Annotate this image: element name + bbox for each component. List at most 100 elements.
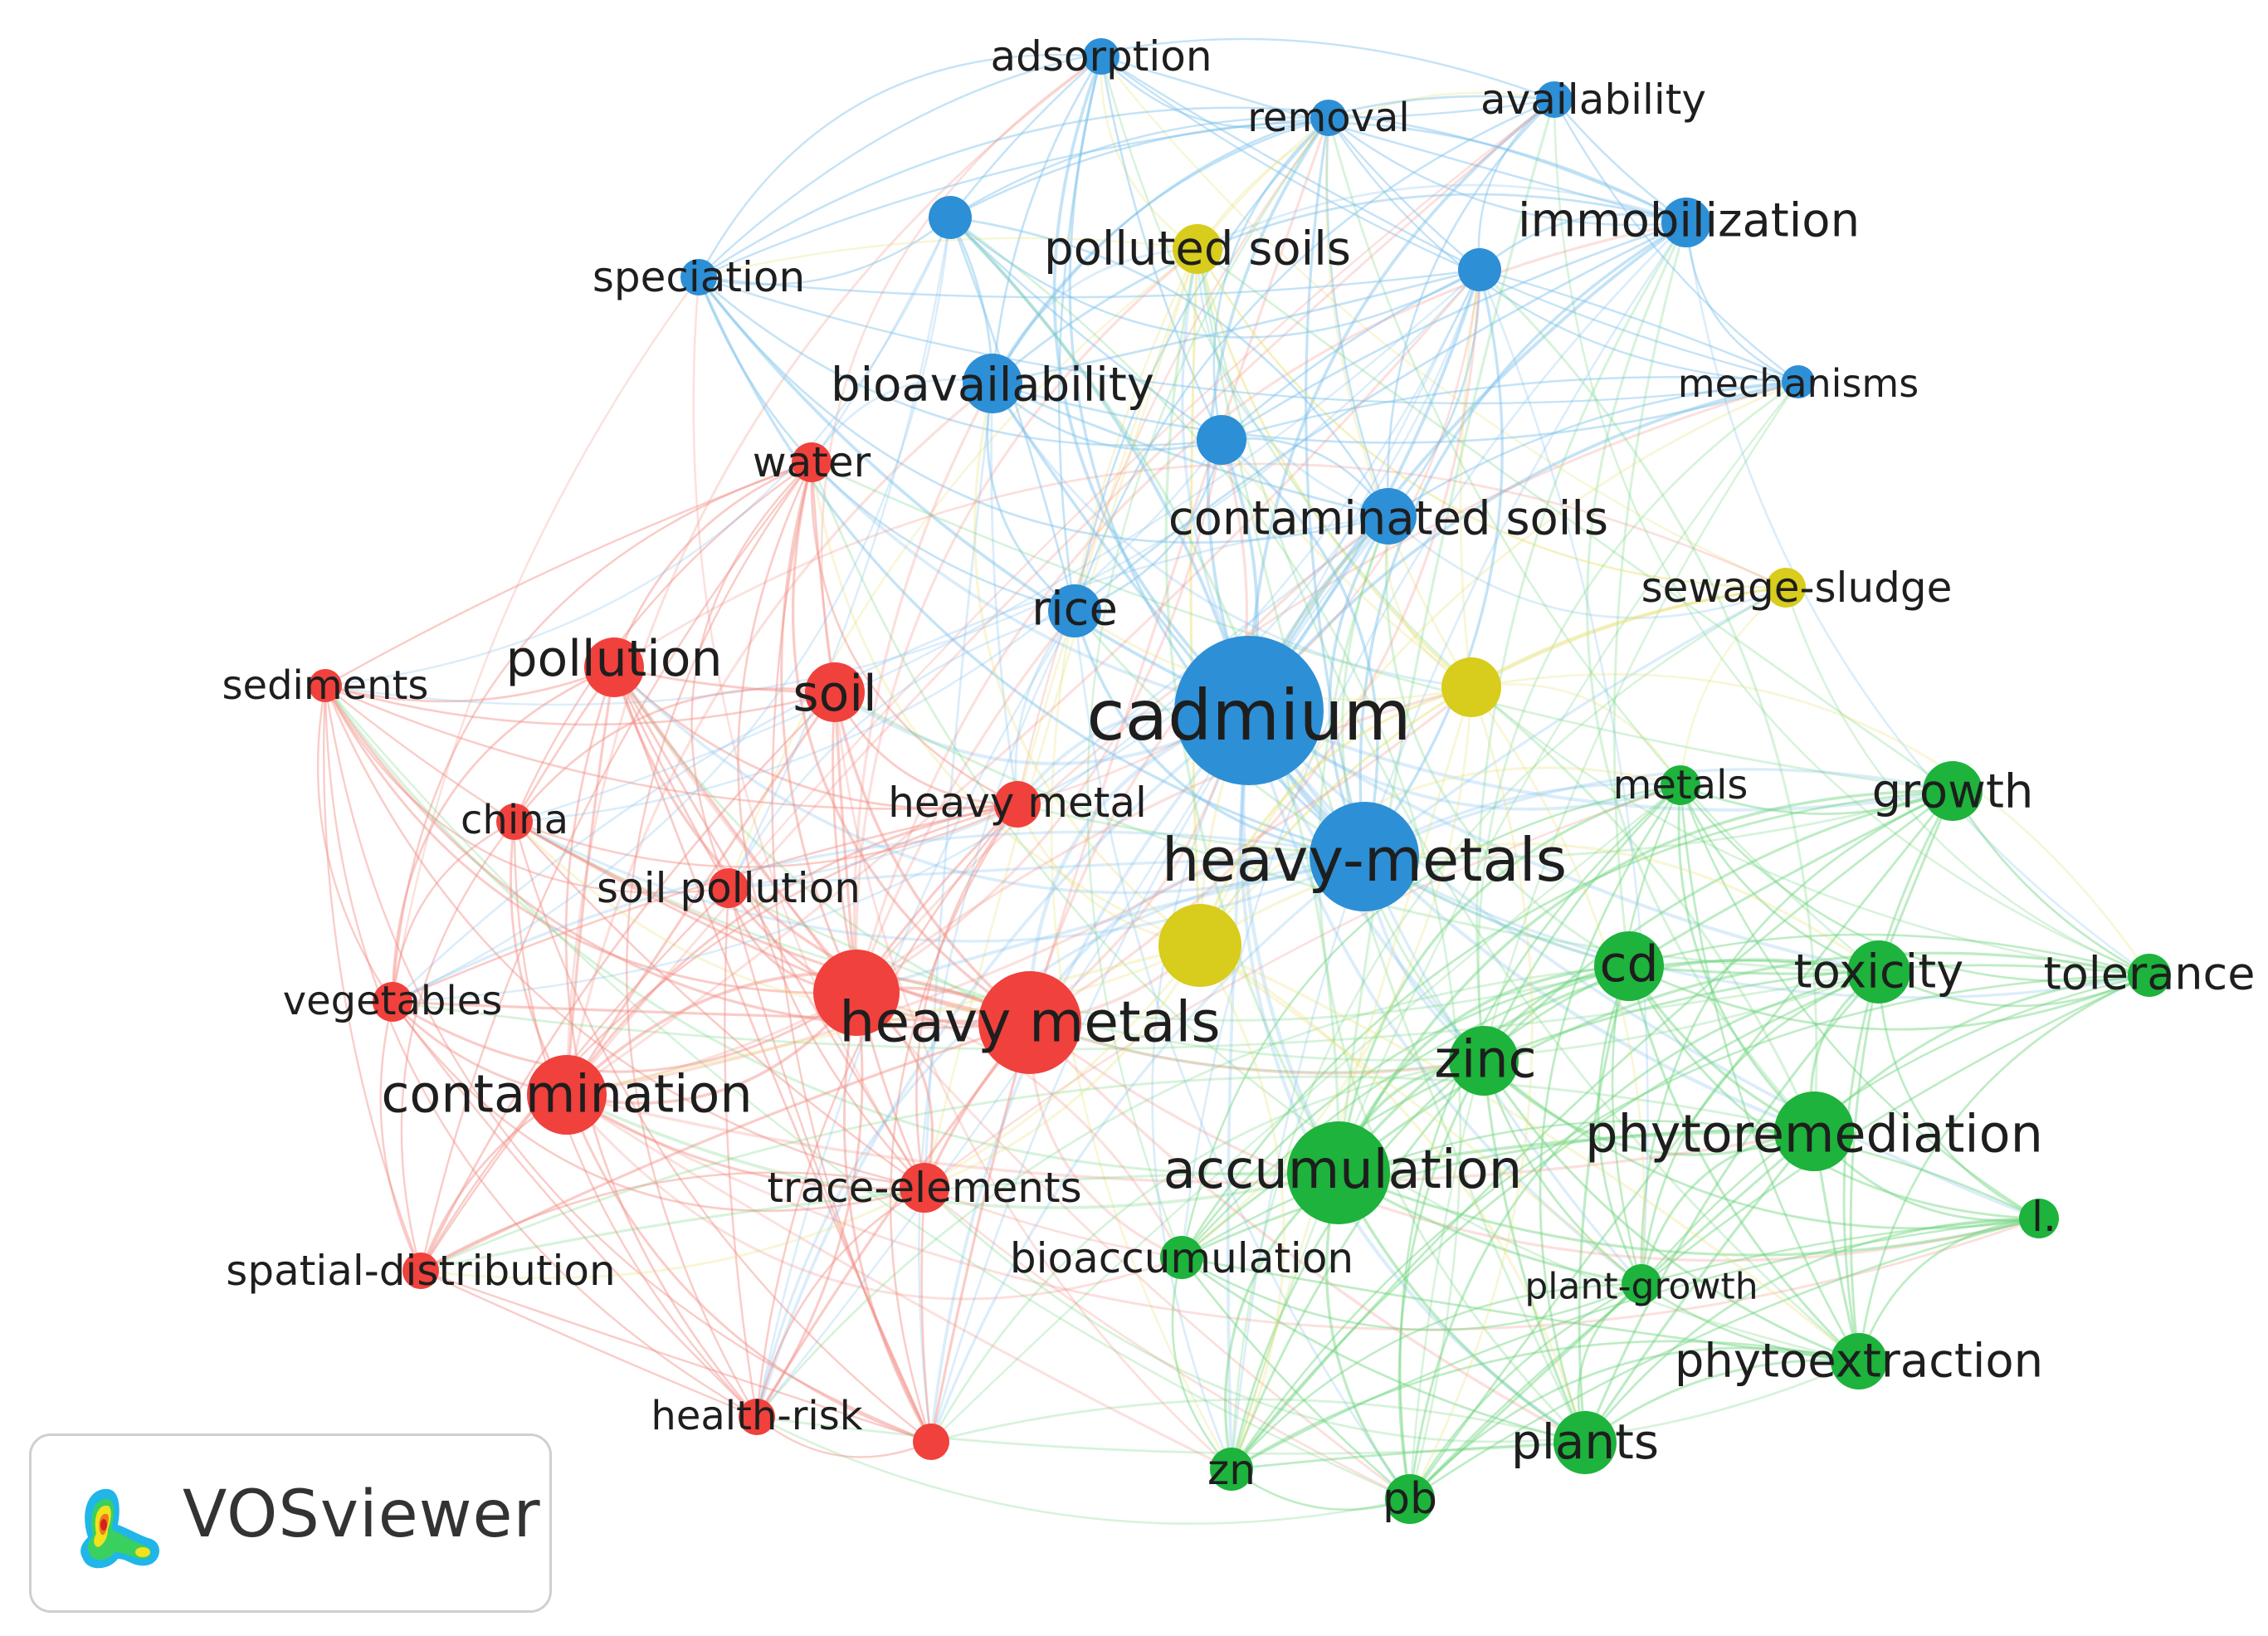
node-growth[interactable] xyxy=(1923,761,1983,821)
node-bioavailability[interactable] xyxy=(963,354,1022,413)
link-vegetables-trace-elements xyxy=(391,1001,925,1213)
link-rice-unlabeled-blue-1 xyxy=(949,217,1076,612)
node-cd[interactable] xyxy=(1594,931,1664,1001)
node-zinc[interactable] xyxy=(1449,1026,1519,1096)
link-immobilization-heavy-metals-hyphen xyxy=(1358,221,1687,857)
node-unlabeled-blue-1[interactable] xyxy=(929,196,972,239)
label-growth: growth xyxy=(1872,765,2034,819)
node-cadmium[interactable] xyxy=(1174,636,1324,785)
node-speciation[interactable] xyxy=(680,259,717,295)
node-soil-pollution[interactable] xyxy=(709,868,749,908)
link-sediments-unlabeled-red-1 xyxy=(324,685,857,994)
node-toxicity[interactable] xyxy=(1847,940,1910,1004)
node-unlabeled-red-2[interactable] xyxy=(913,1424,949,1460)
link-polluted-soils-unlabeled-yellow-1 xyxy=(1196,248,1472,689)
label-soil: soil xyxy=(793,665,876,723)
node-accumulation[interactable] xyxy=(1287,1121,1390,1224)
node-vegetables[interactable] xyxy=(373,982,412,1022)
node-soil[interactable] xyxy=(805,662,865,722)
node-pollution[interactable] xyxy=(584,637,644,697)
node-contamination[interactable] xyxy=(527,1055,607,1135)
node-china[interactable] xyxy=(496,803,533,840)
link-heavy-metal-growth xyxy=(1017,789,1953,859)
node-phytoextraction[interactable] xyxy=(1831,1333,1887,1389)
link-soil-china xyxy=(513,687,836,823)
link-china-unlabeled-blue-3 xyxy=(514,439,1222,823)
link-cd-tolerance xyxy=(1628,965,2150,1031)
link-china-unlabeled-red-2 xyxy=(513,821,932,1443)
node-rice[interactable] xyxy=(1048,584,1101,637)
node-unlabeled-red-1[interactable] xyxy=(813,950,900,1036)
link-mechanisms-unlabeled-red-1 xyxy=(855,380,1799,994)
node-adsorption[interactable] xyxy=(1083,38,1119,75)
link-toxicity-pb xyxy=(1408,970,1880,1500)
link-removal-bioaccumulation xyxy=(1086,117,1329,1258)
node-removal[interactable] xyxy=(1310,100,1347,136)
node-spatial-distribution[interactable] xyxy=(402,1253,439,1289)
node-health-risk[interactable] xyxy=(739,1399,775,1435)
link-l-zn xyxy=(1231,1217,2040,1471)
link-rice-pb xyxy=(1073,610,1412,1500)
link-sediments-unlabeled-red-2 xyxy=(324,685,932,1443)
link-sediments-unlabeled-blue-2 xyxy=(324,269,1480,706)
node-water[interactable] xyxy=(792,442,832,482)
node-plant-growth[interactable] xyxy=(1622,1264,1661,1304)
node-heavy-metals[interactable] xyxy=(978,971,1081,1074)
link-rice-heavy-metal xyxy=(1014,610,1076,805)
link-removal-unlabeled-yellow-1 xyxy=(1324,117,1473,688)
node-heavy-metals-hyphen[interactable] xyxy=(1310,802,1419,911)
link-removal-bioavailability xyxy=(991,116,1329,384)
link-water-growth xyxy=(811,461,1953,793)
link-metals-unlabeled-red-2 xyxy=(930,784,1681,1443)
link-heavy-metals-hyphen-soil-pollution xyxy=(728,855,1365,890)
link-heavy-metals-hyphen-unlabeled-blue-2 xyxy=(1363,269,1504,857)
node-polluted-soils[interactable] xyxy=(1173,224,1222,274)
link-growth-zn xyxy=(1230,789,1953,1470)
label-china: china xyxy=(461,797,568,843)
label-contaminated-soils: contaminated soils xyxy=(1168,492,1608,546)
link-heavy-metals-zinc xyxy=(1029,1021,1485,1075)
node-metals[interactable] xyxy=(1661,765,1700,805)
link-water-heavy-metals xyxy=(792,461,1031,1024)
link-tolerance-phytoremediation xyxy=(1812,974,2150,1133)
node-pb[interactable] xyxy=(1385,1474,1435,1524)
label-contamination: contamination xyxy=(381,1064,752,1125)
node-tolerance[interactable] xyxy=(2128,954,2171,997)
node-l[interactable] xyxy=(2019,1199,2059,1238)
node-bioaccumulation[interactable] xyxy=(1160,1236,1203,1279)
link-toxicity-phytoextraction xyxy=(1849,971,1880,1362)
link-heavy-metals-hyphen-unlabeled-red-1 xyxy=(856,855,1365,994)
node-mechanisms[interactable] xyxy=(1782,365,1815,398)
link-mechanisms-pb xyxy=(1408,381,1800,1500)
node-plants[interactable] xyxy=(1553,1411,1617,1474)
label-removal: removal xyxy=(1247,95,1410,141)
link-metals-l xyxy=(1679,784,2040,1220)
link-bioavailability-heavy-metals-hyphen xyxy=(991,383,1366,858)
link-water-sediments xyxy=(324,461,812,687)
node-unlabeled-yellow-2[interactable] xyxy=(1158,904,1241,987)
link-sediments-trace-elements xyxy=(324,685,925,1189)
link-water-spatial-distribution xyxy=(419,461,812,1272)
link-health-risk-unlabeled-red-2 xyxy=(756,1416,932,1458)
node-sediments[interactable] xyxy=(309,669,342,702)
node-unlabeled-yellow-1[interactable] xyxy=(1441,657,1501,717)
link-bioaccumulation-pb xyxy=(1180,1257,1411,1501)
node-unlabeled-blue-2[interactable] xyxy=(1458,248,1501,291)
node-phytoremediation[interactable] xyxy=(1774,1091,1854,1171)
link-china-heavy-metal xyxy=(514,803,1018,868)
link-soil-heavy-metals xyxy=(833,691,1032,1024)
label-plant-growth: plant-growth xyxy=(1524,1266,1758,1308)
node-zn[interactable] xyxy=(1210,1448,1253,1491)
node-heavy-metal[interactable] xyxy=(994,781,1041,828)
node-trace-elements[interactable] xyxy=(900,1163,949,1213)
node-availability[interactable] xyxy=(1536,81,1573,118)
link-adsorption-polluted-soils xyxy=(1100,56,1198,251)
node-unlabeled-blue-3[interactable] xyxy=(1197,415,1246,465)
node-contaminated-soils[interactable] xyxy=(1360,488,1417,545)
link-cd-accumulation xyxy=(1337,965,1630,1174)
node-immobilization[interactable] xyxy=(1661,198,1711,247)
label-sediments: sediments xyxy=(222,662,429,709)
link-immobilization-unlabeled-blue-3 xyxy=(1221,221,1687,442)
link-adsorption-soil xyxy=(820,55,1102,693)
node-sewage-sludge[interactable] xyxy=(1766,568,1806,608)
